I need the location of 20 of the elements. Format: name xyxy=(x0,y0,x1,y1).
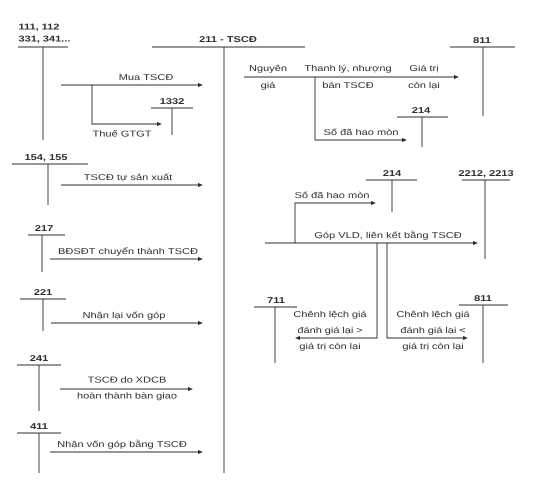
edge-label: Số đã hao mòn xyxy=(324,128,398,136)
edge-label: TSCĐ tự sản xuất xyxy=(84,173,172,182)
edge-label: Nhận lại vốn góp xyxy=(83,311,165,320)
edge-label: TSCĐ do XDCB hoàn thành bàn giao xyxy=(78,376,177,400)
edge-label: Số đã hao mòn xyxy=(295,191,369,198)
t-account: 221 xyxy=(20,289,66,332)
edge-label: Chênh lệch giá đánh giá lại < giá trị còn lại xyxy=(396,310,470,351)
t-account: 241 xyxy=(16,355,62,412)
amount-label: Giá trị còn lại xyxy=(408,64,440,90)
t-account: 811 xyxy=(450,37,516,116)
edge-label: Thuế GTGT xyxy=(92,130,152,137)
edge-label: Nhận vốn góp bằng TSCĐ xyxy=(58,440,186,449)
t-account: 214 xyxy=(396,107,448,148)
t-account: 111, 112 331, 341... xyxy=(18,24,70,140)
edge-label: Chênh lệch giá đánh giá lại > giá trị còn lại xyxy=(294,310,367,351)
edge-label: Thanh lý, nhượng bán TSCĐ xyxy=(304,64,391,88)
edge-label: Mua TSCĐ xyxy=(120,74,173,80)
edge-label: BĐSĐT chuyển thành TSCĐ xyxy=(58,247,198,256)
edge-label: Góp VLD, liên kết bằng TSCĐ xyxy=(314,230,462,240)
amount-label: Nguyên giá xyxy=(250,64,286,90)
